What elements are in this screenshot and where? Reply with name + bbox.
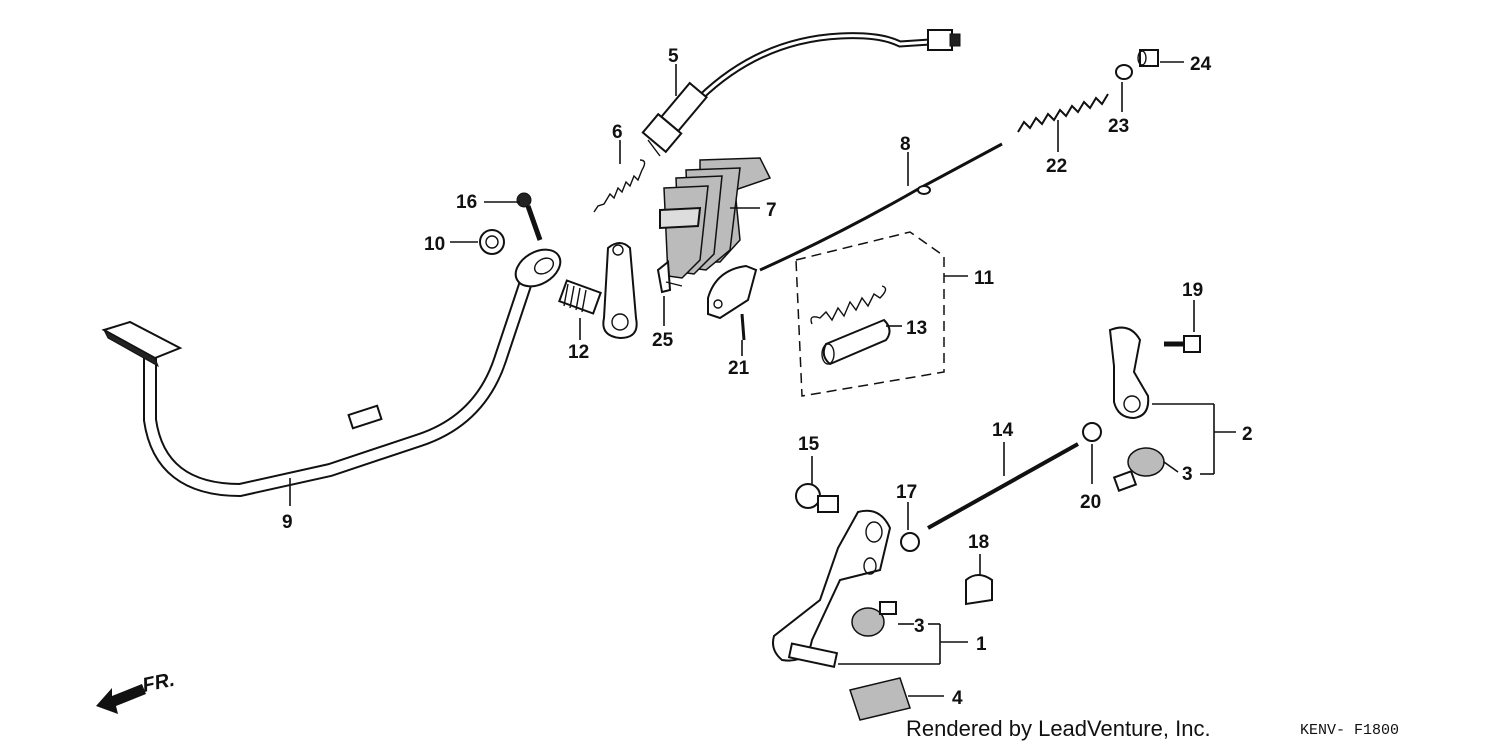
callout-18: 18 [968,532,989,553]
leader-lines [289,61,1236,697]
callout-16: 16 [456,192,477,213]
brake-arm [602,242,638,340]
callout-3-lower: 3 [914,616,925,637]
lever-rubber [849,677,911,721]
callout-12: 12 [568,342,589,363]
rod-spring [1017,93,1109,133]
ball-joint-lower [851,601,897,637]
cap-nut-18 [965,574,993,606]
bolt-19 [1164,335,1201,353]
brake-pedal [101,248,562,498]
brake-plate-assembly [659,157,772,279]
callout-11: 11 [974,268,995,289]
callout-14: 14 [992,420,1014,441]
stop-switch [641,29,961,157]
callout-21: 21 [728,358,750,379]
callout-23: 23 [1108,116,1129,137]
callout-8: 8 [900,134,911,155]
callout-4: 4 [952,688,963,709]
callout-5: 5 [668,46,679,67]
spring-kit-box [795,231,945,397]
nut-20 [1082,422,1102,442]
callout-22: 22 [1046,156,1067,177]
nut-17 [900,532,920,552]
callout-10: 10 [424,234,445,255]
brake-rod [707,142,1003,320]
front-arrow-label: FR. [140,669,176,697]
callout-3-upper: 3 [1182,464,1193,485]
front-direction-arrow: FR. [96,669,177,714]
callout-9: 9 [282,512,293,533]
pin-clip [656,260,683,294]
callout-15: 15 [798,434,820,455]
shift-rod [927,442,1079,530]
step-lever [772,509,892,669]
rod-end-upper [1108,326,1150,420]
footer-credit: Rendered by LeadVenture, Inc. [906,716,1211,741]
pedal-nut [479,229,505,255]
callout-1: 1 [976,634,987,655]
callout-24: 24 [1190,54,1212,75]
adjusting-nut [1137,49,1159,67]
pedal-bolt [516,192,543,241]
callout-17: 17 [896,482,917,503]
callout-13: 13 [906,318,927,339]
callout-2: 2 [1242,424,1253,445]
return-spring-small [593,159,646,213]
callout-7: 7 [766,200,777,221]
callout-25: 25 [652,330,674,351]
callout-6: 6 [612,122,623,143]
callout-19: 19 [1182,280,1203,301]
diagram-code: KENV- F1800 [1300,722,1400,739]
callout-labels: 5 6 7 8 16 10 11 13 12 25 21 22 23 24 19… [282,46,1253,709]
ball-joint-upper [1112,447,1165,492]
bolt-15 [795,483,839,513]
cotter-pin [740,313,746,341]
callout-20: 20 [1080,492,1101,513]
pedal-shaft-collar [558,279,602,315]
joint-ring [1115,64,1133,80]
